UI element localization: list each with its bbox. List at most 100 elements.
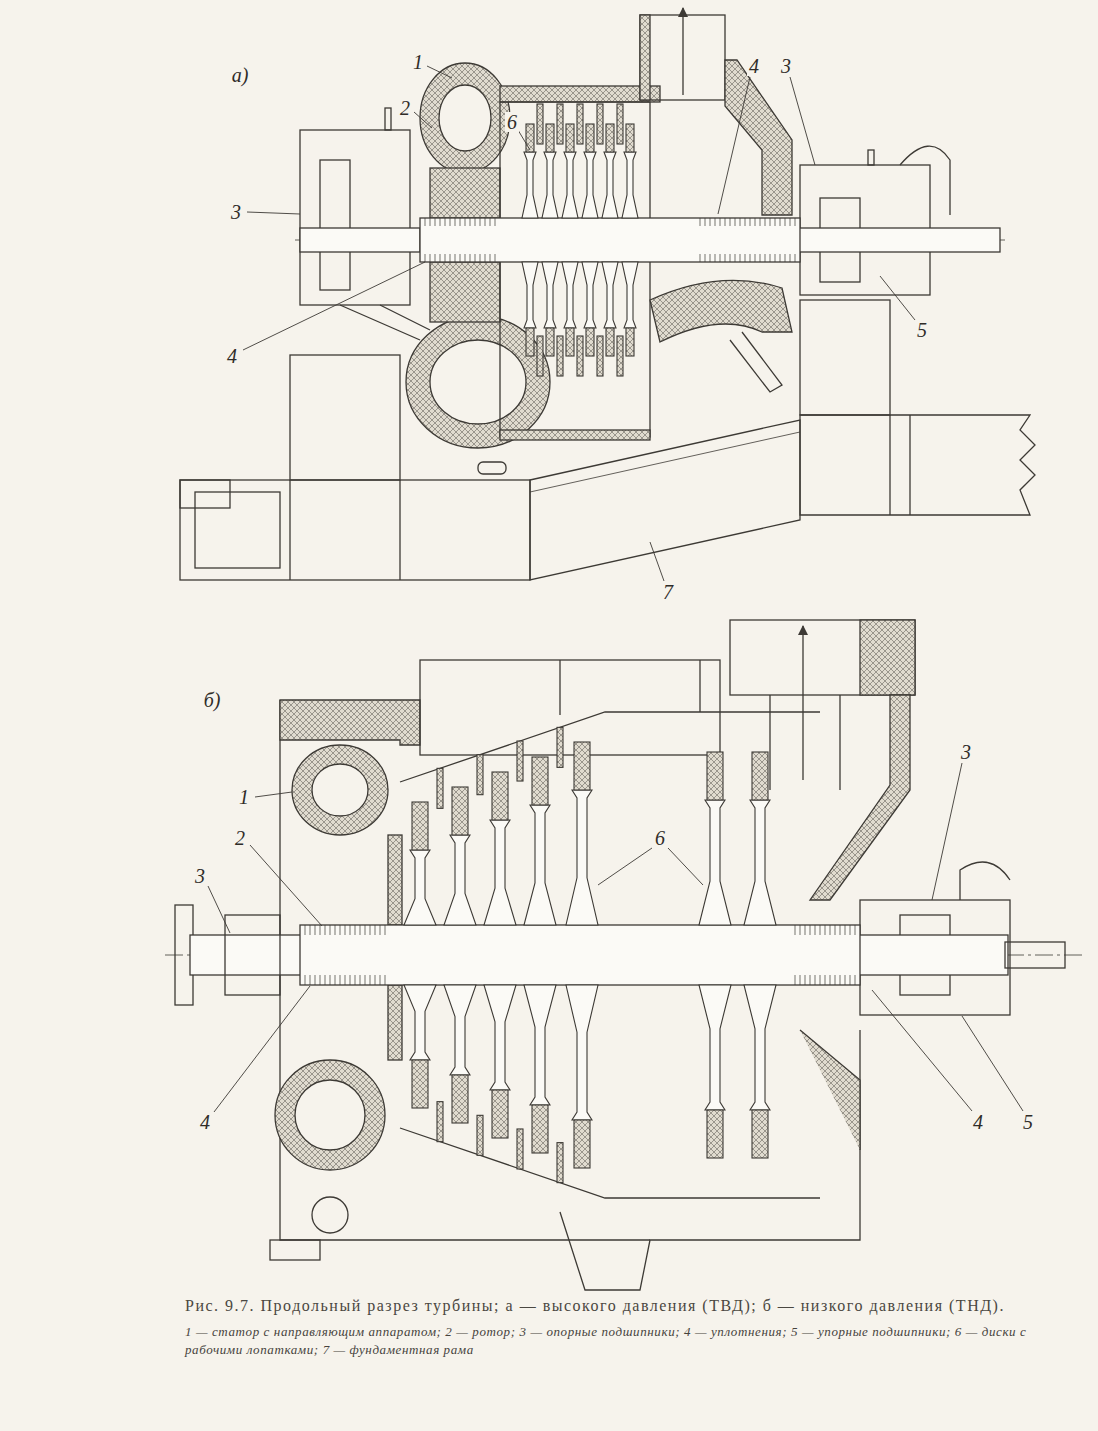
labyrinth-seal	[845, 925, 846, 935]
cover-rib	[559, 660, 560, 715]
labyrinth-seal	[445, 218, 446, 226]
leader-line	[650, 542, 664, 581]
labyrinth-seal	[840, 975, 841, 985]
rotor-blade	[752, 752, 768, 800]
labyrinth-seal	[725, 254, 726, 262]
labyrinth-seal	[430, 254, 431, 262]
guide-vane	[557, 1143, 563, 1183]
oil-pipe	[960, 862, 1010, 900]
labyrinth-seal	[785, 218, 786, 226]
leader-line	[427, 66, 452, 78]
labyrinth-seal	[785, 254, 786, 262]
callout-number: 3	[959, 742, 973, 762]
rotor-disc	[444, 985, 476, 1075]
foundation-frame	[530, 420, 800, 580]
casing-section	[388, 985, 402, 1060]
rotor-disc	[522, 152, 538, 218]
labyrinth-seal	[800, 975, 801, 985]
frame-rib	[530, 432, 800, 492]
leader-line	[872, 990, 972, 1111]
hp-turbine	[180, 8, 1035, 580]
casing-section	[500, 430, 650, 440]
labyrinth-seal	[490, 254, 491, 262]
rotor-disc	[542, 262, 558, 328]
labyrinth-seal	[730, 218, 731, 226]
labyrinth-seal	[820, 975, 821, 985]
sensor	[478, 462, 506, 474]
labyrinth-seal	[475, 254, 476, 262]
labyrinth-seal	[850, 975, 851, 985]
labyrinth-seal	[315, 975, 316, 985]
rotor-blade	[526, 328, 534, 356]
leader-line	[668, 848, 703, 885]
guide-vane	[557, 727, 563, 767]
labyrinth-seal	[750, 254, 751, 262]
figure-caption: Рис. 9.7. Продольный разрез турбины; а —…	[185, 1295, 1045, 1317]
labyrinth-seal	[780, 218, 781, 226]
callout-number: 4	[747, 56, 761, 76]
rotor-blade	[752, 1110, 768, 1158]
guide-vane	[617, 336, 623, 376]
labyrinth-seal	[705, 254, 706, 262]
labyrinth-seal	[330, 975, 331, 985]
rotor-disc	[524, 805, 556, 925]
casing-section	[430, 262, 500, 322]
rotor-disc	[744, 985, 776, 1110]
labyrinth-seal	[705, 218, 706, 226]
labyrinth-seal	[330, 925, 331, 935]
rotor-blade	[452, 787, 468, 835]
labyrinth-seal	[815, 975, 816, 985]
labyrinth-seal	[830, 975, 831, 985]
exhaust-duct	[769, 695, 770, 790]
labyrinth-seal	[445, 254, 446, 262]
callout-number: 6	[505, 112, 519, 132]
labyrinth-seal	[795, 254, 796, 262]
labyrinth-seal	[460, 218, 461, 226]
oil-pipe	[900, 146, 950, 215]
frame-rib	[289, 480, 290, 580]
labyrinth-seal	[855, 925, 856, 935]
rotor-blade	[707, 752, 723, 800]
rotor	[420, 218, 800, 262]
shaft	[858, 935, 1008, 975]
rotor-blade	[412, 802, 428, 850]
labyrinth-seal	[815, 925, 816, 935]
leader-line	[962, 1016, 1023, 1111]
leader-line	[790, 77, 815, 165]
rotor-blade	[566, 328, 574, 356]
labyrinth-seal	[735, 254, 736, 262]
support-strut	[340, 305, 430, 340]
leader-line	[932, 763, 962, 900]
rotor-disc	[562, 152, 578, 218]
guide-vane	[477, 755, 483, 795]
labyrinth-seal	[755, 218, 756, 226]
callout-number: 2	[398, 98, 412, 118]
labyrinth-seal	[385, 925, 386, 935]
frame-rib	[889, 415, 890, 515]
labyrinth-seal	[740, 254, 741, 262]
rotor-disc	[562, 262, 578, 328]
rotor-disc	[522, 262, 538, 328]
bearing-housing	[300, 130, 410, 305]
labyrinth-seal	[485, 254, 486, 262]
support-foot	[270, 1240, 320, 1260]
exhaust-flange	[730, 620, 915, 695]
rotor-blade	[626, 124, 634, 152]
casing-section	[500, 86, 660, 102]
frame-step	[180, 480, 230, 508]
labyrinth-seal	[345, 975, 346, 985]
labyrinth-seal	[805, 925, 806, 935]
rotor-disc	[582, 152, 598, 218]
labyrinth-seal	[760, 218, 761, 226]
guide-vane	[537, 104, 543, 144]
labyrinth-seal	[440, 218, 441, 226]
labyrinth-seal	[710, 218, 711, 226]
labyrinth-seal	[365, 975, 366, 985]
leader-line	[250, 845, 322, 926]
guide-vane	[597, 336, 603, 376]
labyrinth-seal	[460, 254, 461, 262]
labyrinth-seal	[835, 975, 836, 985]
figure-key: 1 — статор с направляющим аппаратом; 2 —…	[185, 1323, 1045, 1359]
labyrinth-seal	[425, 254, 426, 262]
labyrinth-seal	[750, 218, 751, 226]
